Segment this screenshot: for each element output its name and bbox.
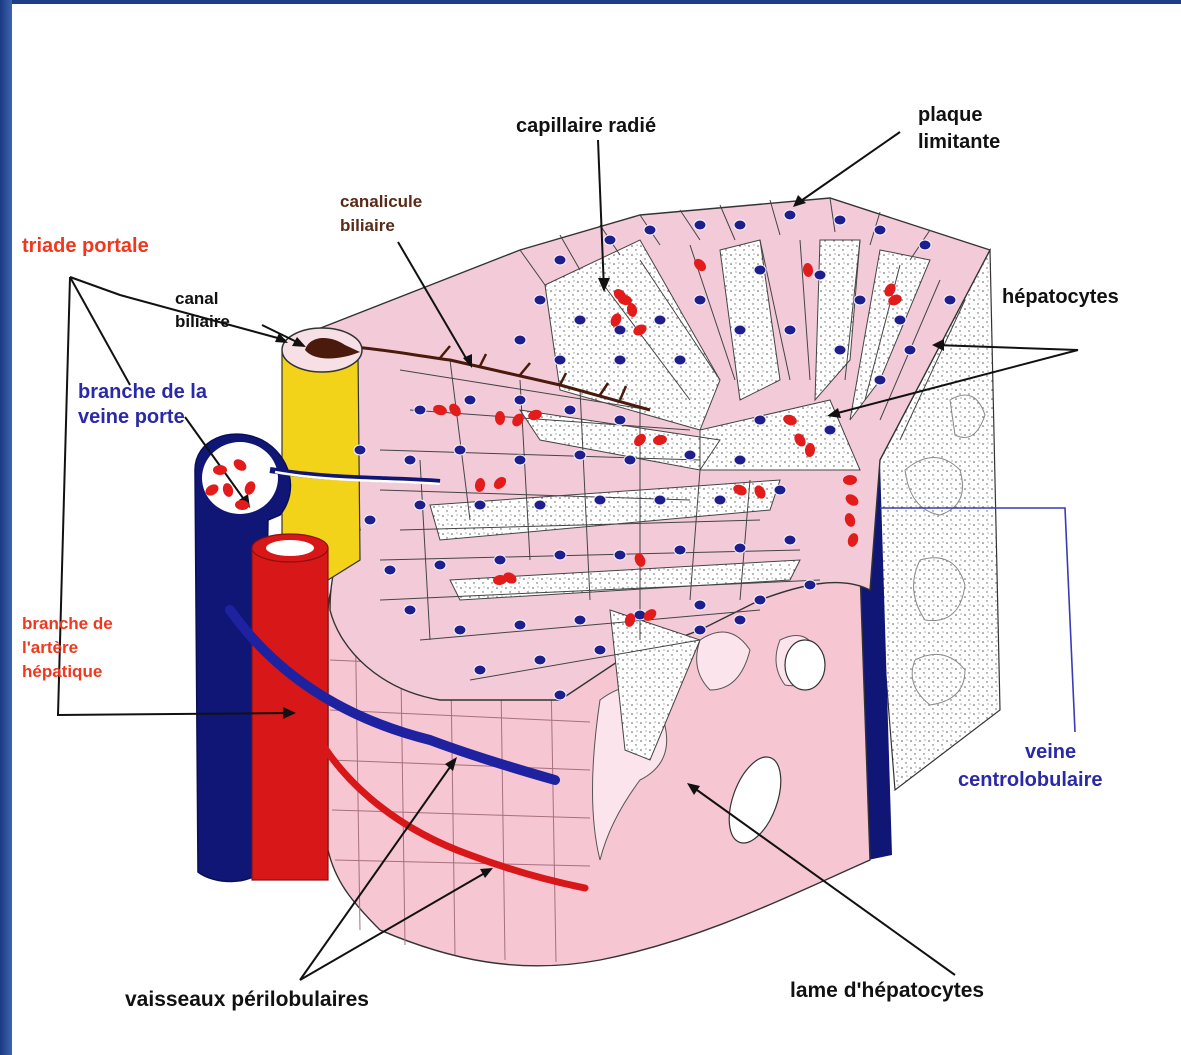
nucleus [944,295,956,305]
label-branche-veine-line2: veine porte [78,405,185,429]
nucleus [754,595,766,605]
nucleus [734,543,746,553]
nucleus [414,500,426,510]
nucleus [594,495,606,505]
nucleus [834,215,846,225]
nucleus [919,240,931,250]
label-branche-artere-line1: branche de [22,614,113,634]
label-canal-biliaire-line1: canal [175,289,218,309]
label-branche-artere-line3: hépatique [22,662,102,682]
nucleus [434,560,446,570]
nucleus [874,375,886,385]
nucleus [874,225,886,235]
nucleus [754,415,766,425]
nucleus [464,395,476,405]
label-triade-portale: triade portale [22,234,149,258]
label-hepatocytes: hépatocytes [1002,285,1119,309]
nucleus [734,325,746,335]
nucleus [564,405,576,415]
nucleus [734,220,746,230]
nucleus [404,455,416,465]
nucleus [784,325,796,335]
nucleus [384,565,396,575]
nucleus [734,615,746,625]
label-vaisseaux-perilobulaires: vaisseaux périlobulaires [125,987,369,1012]
nucleus [614,355,626,365]
nucleus [454,625,466,635]
nucleus [624,455,636,465]
nucleus [454,445,466,455]
nucleus [824,425,836,435]
label-branche-veine-line1: branche de la [78,380,207,404]
nucleus [674,355,686,365]
nucleus [574,315,586,325]
nucleus [654,315,666,325]
erythrocyte [213,465,227,475]
nucleus [614,550,626,560]
label-veine-centro-line1: veine [1025,740,1076,764]
nucleus [514,335,526,345]
nucleus [694,600,706,610]
nucleus [774,485,786,495]
nucleus [554,550,566,560]
nucleus [594,645,606,655]
nucleus [784,210,796,220]
nucleus [474,665,486,675]
nucleus [894,315,906,325]
label-plaque-limitante-line2: limitante [918,130,1000,154]
nucleus [364,515,376,525]
nucleus [694,625,706,635]
nucleus [514,620,526,630]
nucleus [534,500,546,510]
nucleus [534,655,546,665]
nucleus [754,265,766,275]
label-capillaire-radie: capillaire radié [516,114,656,138]
label-canal-biliaire-line2: biliaire [175,312,230,332]
nucleus [814,270,826,280]
nucleus [614,415,626,425]
nucleus [694,220,706,230]
nucleus [734,455,746,465]
nucleus [604,235,616,245]
nucleus [474,500,486,510]
hepatic-artery-lumen [266,540,314,556]
nucleus [514,455,526,465]
nucleus [784,535,796,545]
nucleus [614,325,626,335]
nucleus [404,605,416,615]
nucleus [834,345,846,355]
nucleus [514,395,526,405]
nucleus [854,295,866,305]
nucleus [414,405,426,415]
label-canalicule-line2: biliaire [340,216,395,236]
nucleus [574,450,586,460]
nucleus [574,615,586,625]
nucleus [554,355,566,365]
nucleus [684,450,696,460]
label-canalicule-line1: canalicule [340,192,422,212]
nucleus [904,345,916,355]
label-branche-artere-line2: l'artère [22,638,78,658]
nucleus [644,225,656,235]
label-lame-hepatocytes: lame d'hépatocytes [790,978,984,1003]
label-veine-centro-line2: centrolobulaire [958,768,1102,792]
nucleus [714,495,726,505]
block-vessel-hole-1 [785,640,825,690]
nucleus [494,555,506,565]
nucleus [354,445,366,455]
nucleus [554,690,566,700]
nucleus [804,580,816,590]
nucleus [554,255,566,265]
nucleus [694,295,706,305]
nucleus [534,295,546,305]
nucleus [674,545,686,555]
nucleus [654,495,666,505]
label-plaque-limitante-line1: plaque [918,103,982,127]
